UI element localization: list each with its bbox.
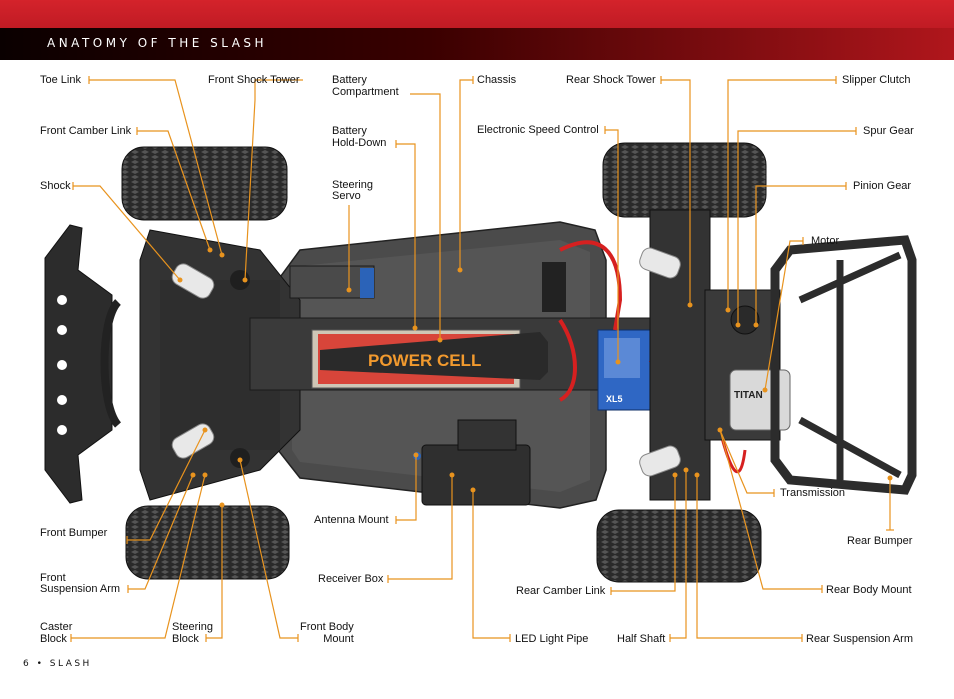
front-left-tire <box>121 146 288 221</box>
label-front-camber-link: Front Camber Link <box>40 125 132 137</box>
receiver-box <box>421 444 531 506</box>
label-front-bumper: Front Bumper <box>40 527 108 539</box>
label-rear-bumper: Rear Bumper <box>847 535 913 547</box>
label-rear-suspension-arm: Rear Suspension Arm <box>806 633 913 645</box>
page-title: ANATOMY OF THE SLASH <box>47 36 268 50</box>
rear-right-tire <box>596 509 762 583</box>
label-receiver-box: Receiver Box <box>318 573 384 585</box>
label-steering-block: Steering Block <box>172 621 213 645</box>
label-steering-servo: Steering Servo <box>332 179 373 202</box>
label-pinion-gear: Pinion Gear <box>853 180 912 192</box>
page-footer: 6 • SLASH <box>23 659 92 669</box>
front-shock-top <box>171 263 215 299</box>
rear-left-tire <box>602 142 767 218</box>
title-bar: ANATOMY OF THE SLASH <box>0 28 954 60</box>
label-front-body-mount: Front Body Mount <box>300 621 354 645</box>
rear-shock-top <box>639 247 681 279</box>
label-chassis: Chassis <box>477 74 517 86</box>
label-battery-compartment: Battery Compartment <box>332 74 399 98</box>
leader-lines <box>70 76 894 642</box>
leader-dots <box>177 247 893 508</box>
label-led-light-pipe: LED Light Pipe <box>515 633 589 645</box>
label-toe-link: Toe Link <box>40 74 81 86</box>
front-right-tire <box>125 505 290 580</box>
label-transmission: Transmission <box>780 487 845 499</box>
label-shock: Shock <box>40 180 71 192</box>
label-esc: Electronic Speed Control <box>477 124 599 136</box>
battery-brand-text: POWER CELL <box>368 351 481 370</box>
label-rear-shock-tower: Rear Shock Tower <box>566 74 656 86</box>
motor-brand-text: TITAN <box>734 390 763 401</box>
label-front-suspension-arm: Front Suspension Arm <box>40 572 121 595</box>
label-motor: Motor <box>811 235 840 247</box>
label-caster-block: Caster Block <box>40 621 73 645</box>
label-battery-hold-down: Battery Hold-Down <box>332 125 387 149</box>
label-front-shock-tower: Front Shock Tower <box>208 74 300 86</box>
label-spur-gear: Spur Gear <box>863 125 914 137</box>
label-slipper-clutch: Slipper Clutch <box>842 74 911 86</box>
rear-shock-bottom <box>639 445 681 477</box>
label-rear-camber-link: Rear Camber Link <box>516 585 606 597</box>
top-red-band <box>0 0 954 28</box>
label-antenna-mount: Antenna Mount <box>314 514 389 526</box>
esc-model-text: XL5 <box>606 394 623 404</box>
label-rear-body-mount: Rear Body Mount <box>826 584 912 596</box>
label-half-shaft: Half Shaft <box>617 633 666 645</box>
